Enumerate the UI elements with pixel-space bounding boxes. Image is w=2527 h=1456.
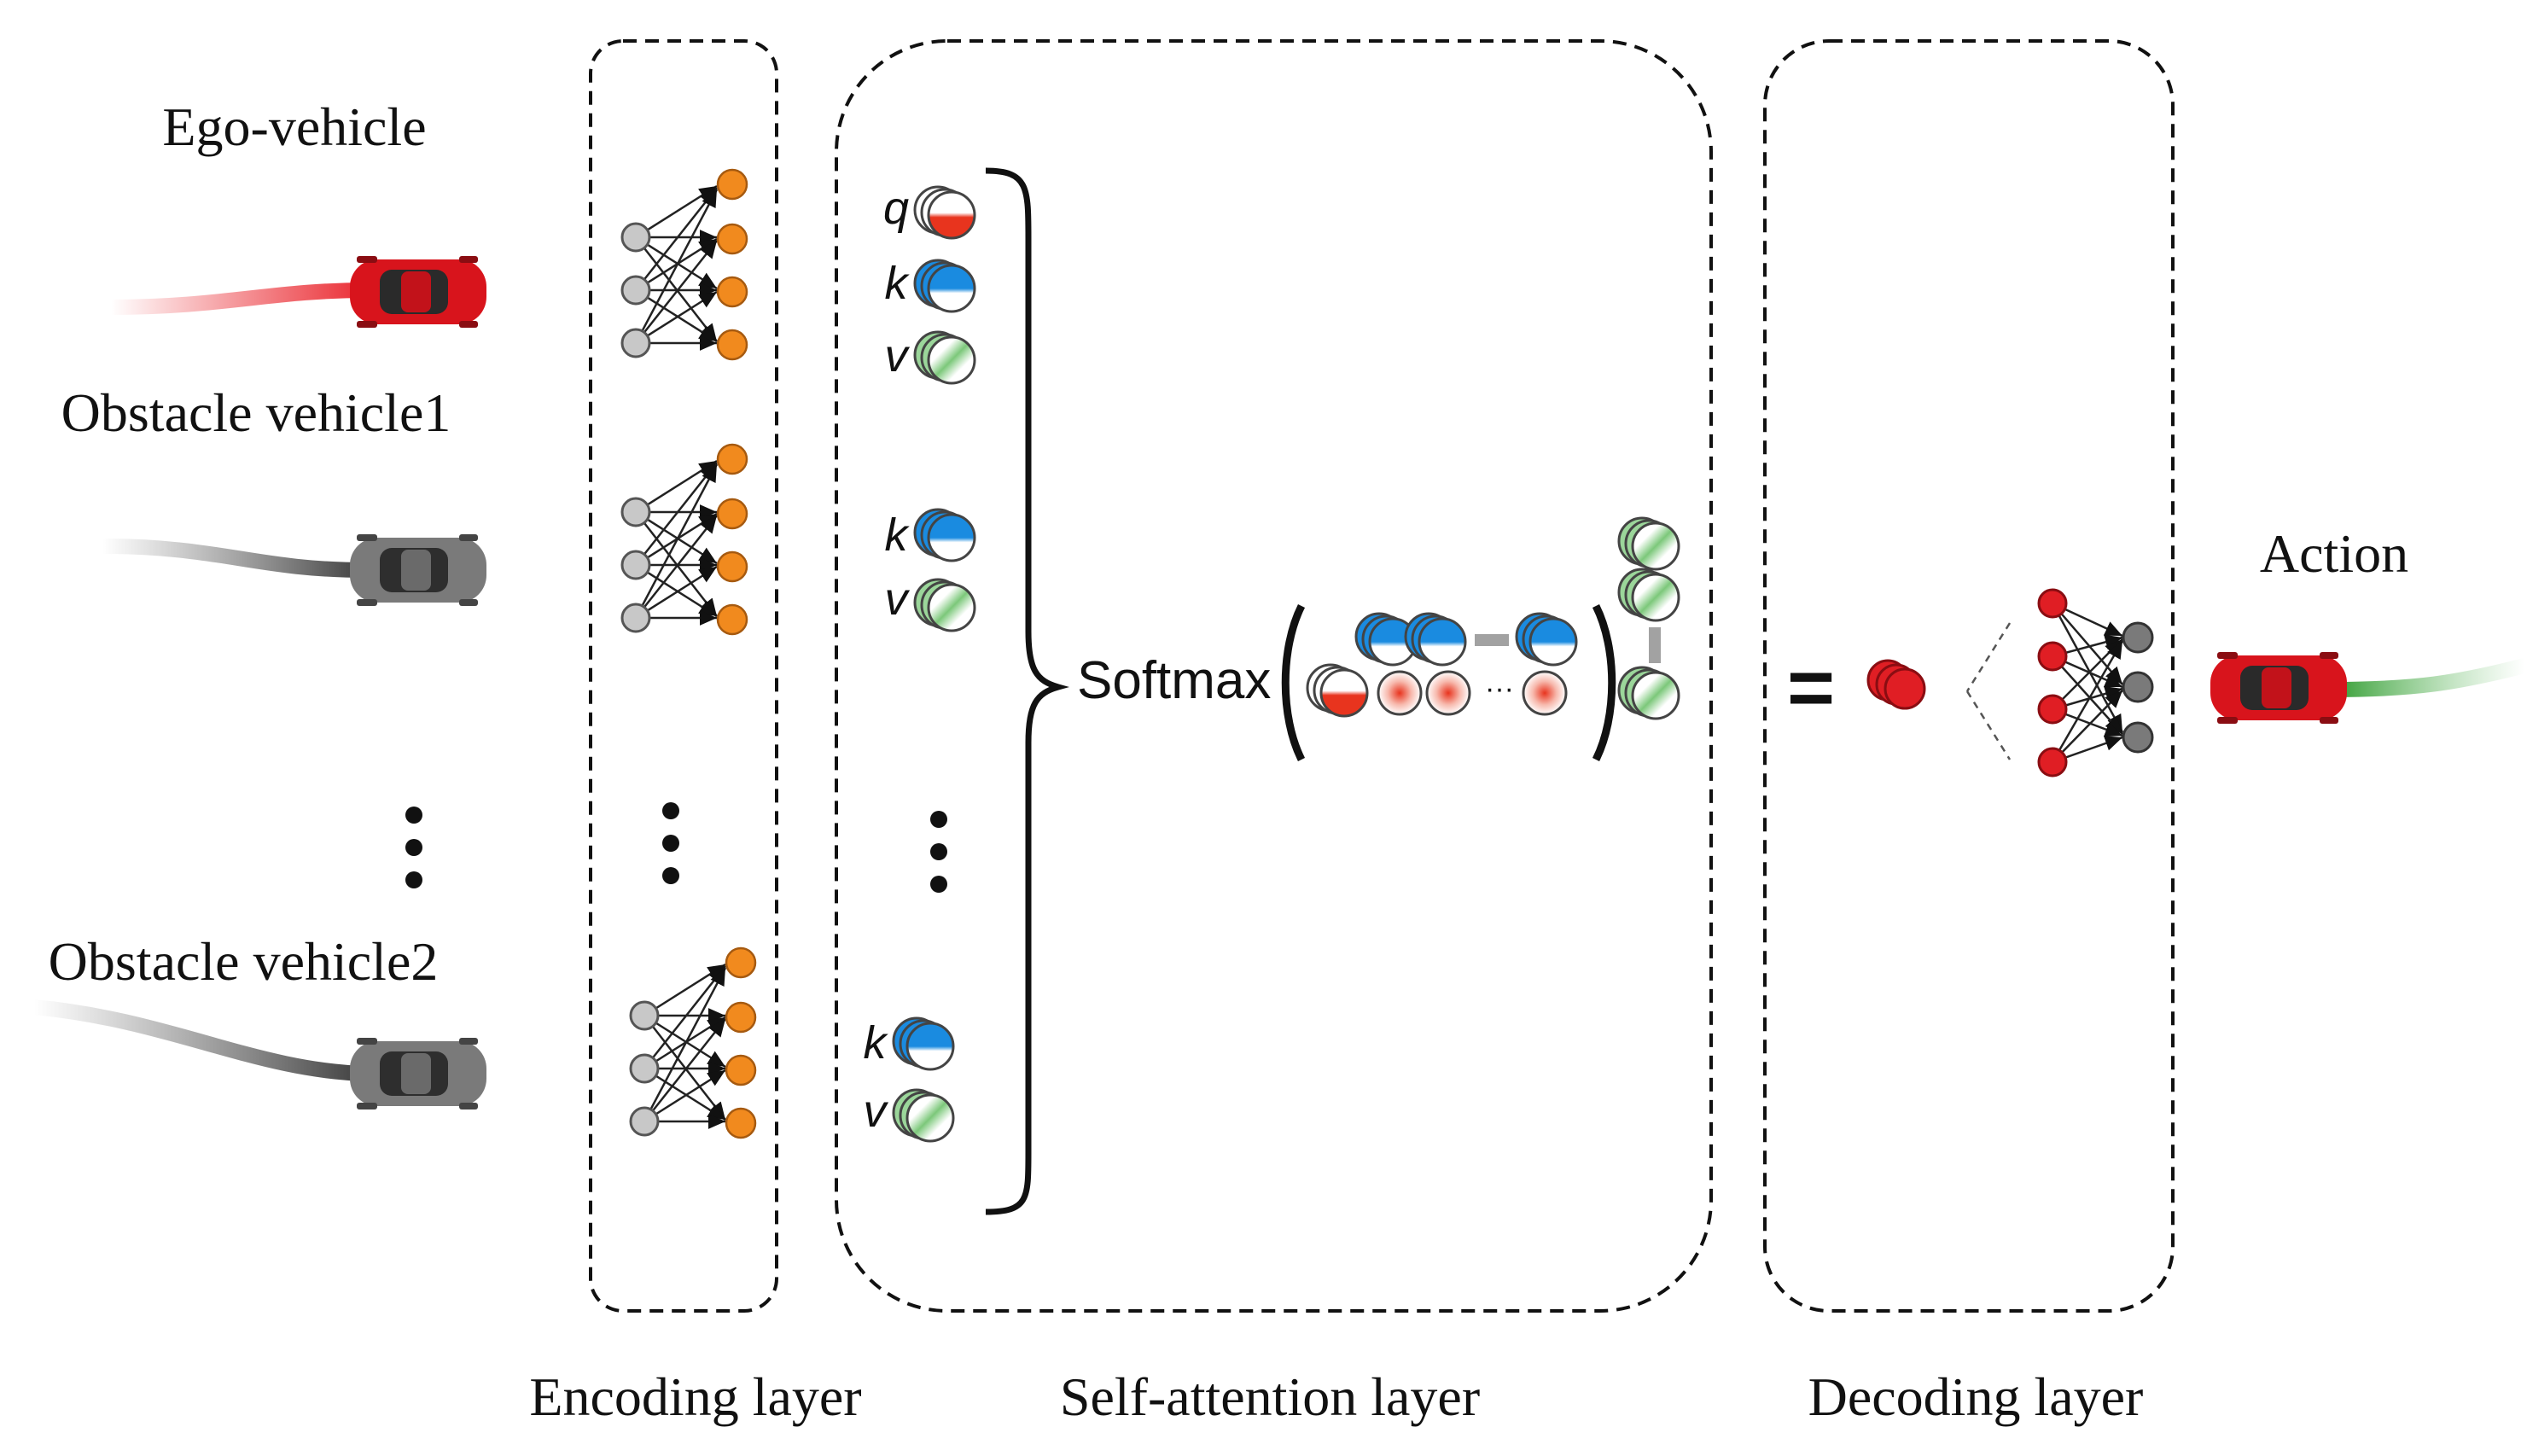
decoding-layer-label: Decoding layer [1808,1366,2144,1427]
k-label: k [885,258,911,309]
ego-vehicle-label: Ego-vehicle [162,96,426,157]
key-vector-icon [913,259,976,313]
value-vector-icon [1617,568,1680,622]
key-vector-icon [1515,612,1578,667]
attention-score-icon [1377,670,1423,716]
value-vector-icon [1617,666,1680,720]
value-vector-icon [1617,516,1680,571]
query-vector-icon [913,185,976,240]
self-attention-layer-label: Self-attention layer [1060,1366,1480,1427]
q-label: q [883,183,909,234]
obstacle2-trail [26,999,375,1081]
key-ellipsis-icon [1475,634,1509,646]
value-vector-icon [913,330,976,385]
action-label: Action [2260,523,2408,584]
value-ellipsis-icon [1649,627,1661,663]
right-paren-icon [1592,603,1616,762]
key-vector-icon [913,508,976,562]
attention-score-icon [1425,670,1471,716]
decoder-projection-lines [1965,622,2012,760]
encoding-layer-label: Encoding layer [529,1366,861,1427]
left-paren-icon [1281,603,1306,762]
v-label: v [864,1086,889,1137]
obstacle-vehicle1-label: Obstacle vehicle1 [61,382,451,443]
value-vector-icon [892,1088,955,1143]
brace-icon [985,167,1069,1215]
score-ellipsis: ··· [1485,673,1514,705]
attention-score-icon [1522,670,1568,716]
obstacle-vehicle2-label: Obstacle vehicle2 [49,931,439,992]
encoder-network-icon [622,170,747,359]
key-vector-icon [892,1016,955,1071]
encoding-layer-box [589,39,778,1313]
value-vector-icon [913,578,976,632]
v-label: v [885,330,911,381]
obstacle1-car-icon [350,534,486,606]
key-vector-icon [1404,612,1467,667]
ego-car-icon [350,256,486,328]
obstacle2-car-icon [350,1038,486,1109]
action-car-icon [2210,652,2347,724]
action-trail [2322,658,2527,697]
encoding-ellipsis-icon [662,802,679,884]
query-vector-icon [1306,663,1369,718]
v-label: v [885,574,911,625]
obstacle1-trail [95,539,375,578]
attention-output-vector-icon [1866,659,1926,710]
encoder-network-icon [631,948,755,1138]
equals-sign: = [1787,642,1835,733]
self-attention-ellipsis-icon [930,811,947,893]
encoder-network-icon [622,445,747,634]
k-label: k [864,1017,889,1069]
vehicles-ellipsis-icon [405,807,422,888]
k-label: k [885,510,911,561]
self-attention-layer-box [835,39,1713,1313]
ego-trail [103,282,375,315]
decoding-layer-box [1763,39,2175,1313]
softmax-label: Softmax [1077,651,1271,710]
decoder-network-icon [2037,588,2154,778]
